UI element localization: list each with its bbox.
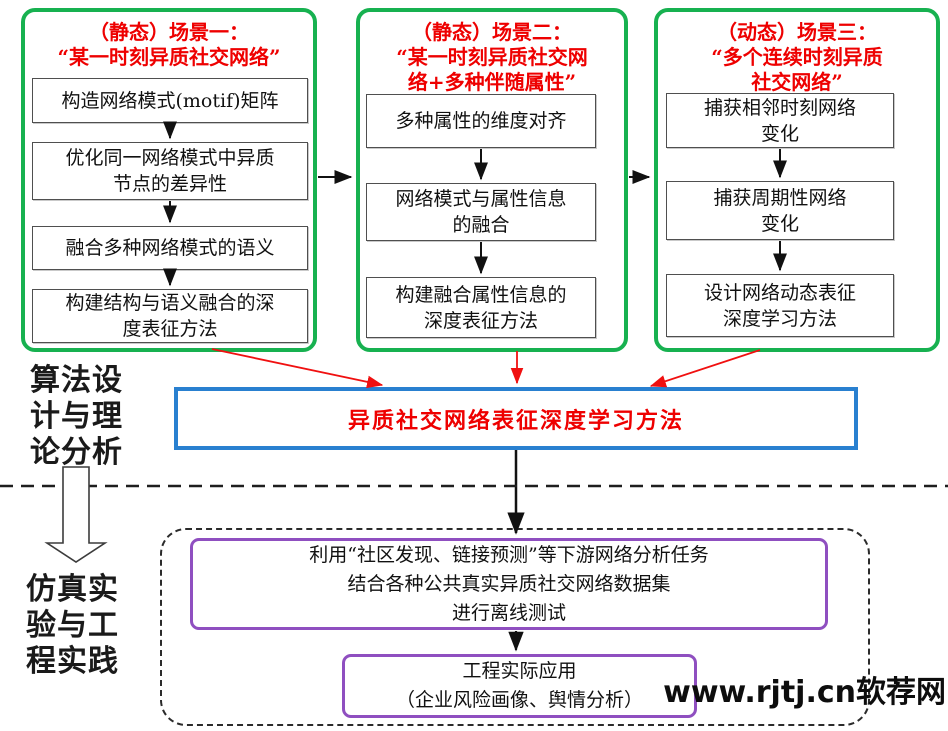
label-simulation-practice: 仿真实 验与工 程实践 (26, 572, 119, 679)
scenario-3-step-2: 捕获周期性网络 变化 (666, 181, 894, 240)
scenario-2-step-1: 多种属性的维度对齐 (366, 94, 596, 148)
arrow-scenario1-to-method (211, 348, 384, 389)
scenario-1-title: （静态）场景一： “某一时刻异质社交网络” (57, 20, 281, 69)
label-algorithm-design: 算法设 计与理 论分析 (30, 363, 123, 470)
application-box: 工程实际应用 （企业风险画像、舆情分析） (342, 654, 697, 718)
scenario-3-step-3: 设计网络动态表征 深度学习方法 (666, 274, 894, 337)
scenario-2-title: （静态）场景二： “某一时刻异质社交网 络+多种伴随属性” (396, 20, 588, 94)
offline-test-box: 利用“社区发现、链接预测”等下游网络分析任务 结合各种公共真实异质社交网络数据集… (190, 538, 828, 630)
scenario-2-step-3: 构建融合属性信息的 深度表征方法 (366, 277, 596, 338)
scenario-3-step-1: 捕获相邻时刻网络 变化 (666, 93, 894, 148)
scenario-3-title: （动态）场景三： “多个连续时刻异质 社交网络” (711, 20, 883, 94)
scenario-1-step-4: 构建结构与语义融合的深 度表征方法 (32, 289, 308, 343)
scenario-2-step-2: 网络模式与属性信息 的融合 (366, 183, 596, 241)
scenario-1-step-1: 构造网络模式(motif)矩阵 (32, 78, 308, 123)
hollow-down-arrow (44, 466, 108, 563)
scenario-1-step-3: 融合多种网络模式的语义 (32, 226, 308, 270)
arrow-scenario3-to-method (649, 349, 761, 388)
central-method-box: 异质社交网络表征深度学习方法 (174, 387, 858, 450)
central-method-label: 异质社交网络表征深度学习方法 (347, 407, 684, 434)
scenario-1-step-2: 优化同一网络模式中异质 节点的差异性 (32, 142, 308, 200)
watermark: www.rjtj.cn软荐网 (663, 675, 946, 710)
